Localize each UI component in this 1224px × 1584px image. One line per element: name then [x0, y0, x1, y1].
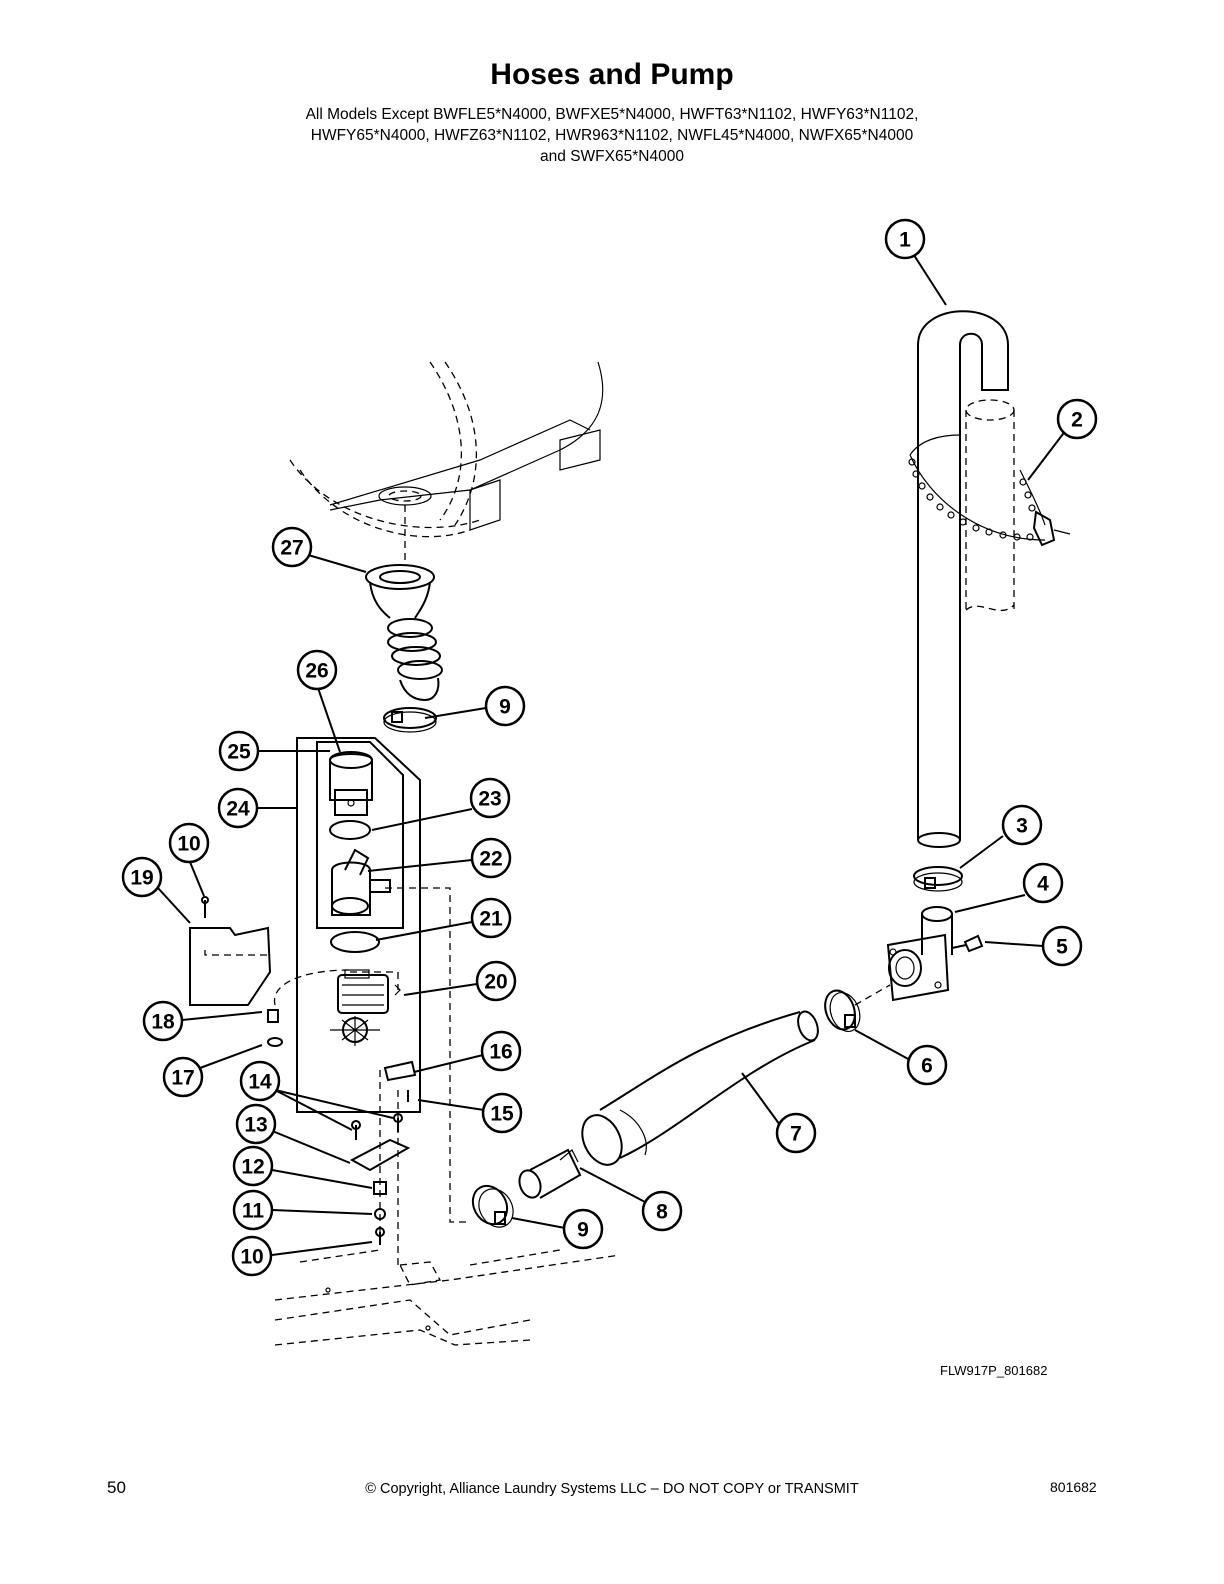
leader-lines: [157, 251, 1067, 1256]
callout-10-bottom: 10: [231, 1235, 273, 1277]
cabinet-base: [274, 1249, 621, 1346]
callout-25: 25: [218, 730, 260, 772]
svg-text:10: 10: [240, 1246, 263, 1269]
svg-text:2: 2: [1071, 409, 1083, 432]
callout-5: 5: [1041, 925, 1083, 967]
svg-text:26: 26: [305, 660, 328, 683]
svg-text:23: 23: [478, 788, 501, 811]
standpipe: [908, 310, 1071, 848]
svg-text:8: 8: [656, 1201, 668, 1224]
callout-15: 15: [481, 1092, 523, 1134]
callout-21: 21: [470, 897, 512, 939]
svg-text:12: 12: [241, 1156, 264, 1179]
callout-8: 8: [641, 1190, 683, 1232]
svg-text:19: 19: [130, 867, 153, 890]
subtitle-line-3: and SWFX65*N4000: [540, 148, 684, 165]
callout-9-top: 9: [484, 685, 526, 727]
callout-9-bottom: 9: [562, 1208, 604, 1250]
svg-text:10: 10: [177, 833, 200, 856]
page-number: 50: [107, 1478, 126, 1497]
pump-assembly: [296, 737, 470, 1270]
svg-text:25: 25: [227, 741, 251, 764]
svg-text:9: 9: [577, 1219, 589, 1242]
svg-text:15: 15: [490, 1103, 514, 1126]
callout-11: 11: [232, 1189, 274, 1231]
callout-18: 18: [142, 1000, 184, 1042]
callout-6: 6: [906, 1044, 948, 1086]
tub-to-pump-hose: [365, 564, 443, 702]
svg-text:27: 27: [280, 537, 303, 560]
subtitle-line-1: All Models Except BWFLE5*N4000, BWFXE5*N…: [305, 106, 919, 123]
callout-4: 4: [1022, 862, 1064, 904]
page-title: Hoses and Pump: [490, 58, 734, 91]
callout-23: 23: [469, 777, 511, 819]
svg-text:18: 18: [151, 1011, 175, 1034]
svg-text:21: 21: [479, 908, 503, 931]
svg-text:14: 14: [248, 1071, 272, 1094]
pump-bracket: [383, 1060, 417, 1102]
cover-plate: [189, 896, 351, 1047]
callout-13: 13: [235, 1103, 277, 1145]
svg-text:16: 16: [489, 1041, 512, 1064]
callout-3: 3: [1001, 804, 1043, 846]
callout-22: 22: [470, 837, 512, 879]
drain-hose: [471, 1010, 819, 1228]
callout-12: 12: [232, 1145, 274, 1187]
svg-text:7: 7: [790, 1123, 802, 1146]
model-exceptions: All Models Except BWFLE5*N4000, BWFXE5*N…: [0, 104, 1224, 167]
callout-19: 19: [121, 856, 163, 898]
svg-text:3: 3: [1016, 815, 1028, 838]
callout-24: 24: [217, 787, 259, 829]
outlet-fittings: [824, 866, 984, 1032]
svg-text:11: 11: [242, 1200, 265, 1223]
svg-text:5: 5: [1056, 936, 1068, 959]
svg-text:9: 9: [499, 696, 511, 719]
svg-text:13: 13: [244, 1114, 267, 1137]
bead-chain: [908, 458, 1036, 541]
subtitle-line-2: HWFY65*N4000, HWFZ63*N1102, HWR963*N1102…: [310, 127, 914, 144]
callout-1: 1: [884, 218, 926, 260]
callout-14: 14: [239, 1060, 281, 1102]
callout-10-top: 10: [168, 822, 210, 864]
svg-text:24: 24: [226, 798, 250, 821]
svg-text:22: 22: [479, 848, 502, 871]
callout-27: 27: [271, 526, 313, 568]
svg-text:17: 17: [171, 1067, 194, 1090]
callout-16: 16: [480, 1030, 522, 1072]
svg-text:4: 4: [1037, 873, 1049, 896]
svg-text:6: 6: [921, 1055, 933, 1078]
svg-text:20: 20: [484, 971, 507, 994]
hose-clamp-top: [383, 707, 437, 733]
mounting-bracket: [349, 1113, 411, 1245]
tub-outline: [289, 361, 604, 560]
svg-text:1: 1: [899, 229, 911, 252]
copyright-notice: © Copyright, Alliance Laundry Systems LL…: [365, 1481, 859, 1497]
callout-2: 2: [1056, 398, 1098, 440]
callout-26: 26: [296, 649, 338, 691]
callout-7: 7: [775, 1112, 817, 1154]
callout-17: 17: [162, 1056, 204, 1098]
callout-20: 20: [475, 960, 517, 1002]
document-number: 801682: [1050, 1479, 1097, 1495]
figure-code: FLW917P_801682: [940, 1363, 1048, 1378]
